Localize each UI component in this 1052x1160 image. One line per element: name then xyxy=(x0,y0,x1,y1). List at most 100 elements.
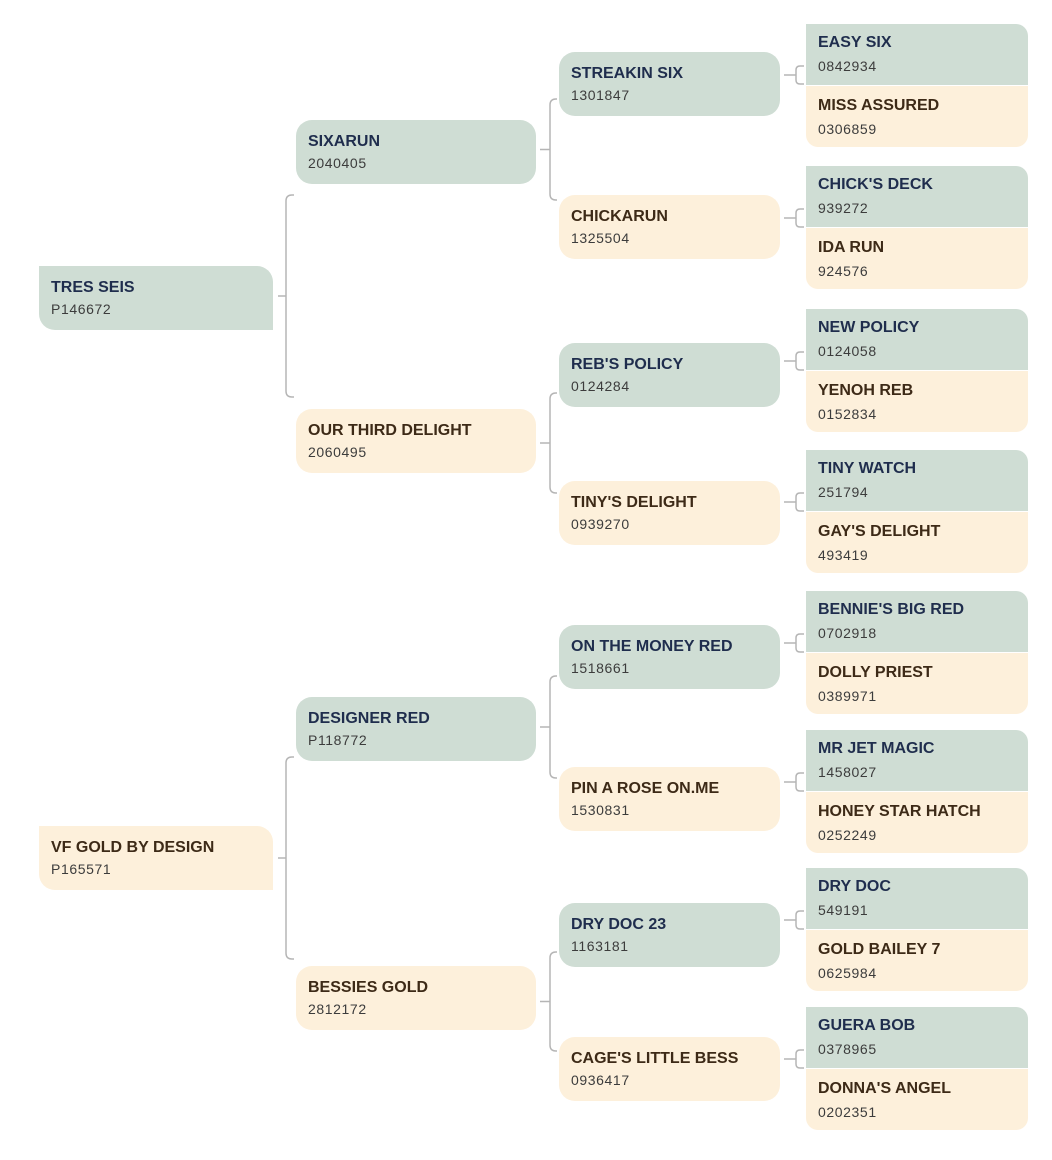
great-granddam-name: IDA RUN xyxy=(818,239,885,256)
bracket-line xyxy=(795,1049,804,1069)
granddam-name: PIN A ROSE ON.ME xyxy=(571,780,720,797)
granddam-reg: 0939270 xyxy=(571,516,630,532)
grandsire-reg: 1518661 xyxy=(571,660,630,676)
great-grandsire-reg: 0124058 xyxy=(818,343,877,359)
grandsire-node[interactable]: DRY DOC 23 1163181 xyxy=(559,903,780,967)
great-grandsire-node[interactable]: NEW POLICY 0124058 xyxy=(806,309,1028,370)
great-granddam-name: DOLLY PRIEST xyxy=(818,664,933,681)
great-grandsire-node[interactable]: MR JET MAGIC 1458027 xyxy=(806,730,1028,791)
granddam-node[interactable]: CAGE'S LITTLE BESS 0936417 xyxy=(559,1037,780,1101)
great-granddam-node[interactable]: DONNA'S ANGEL 0202351 xyxy=(806,1069,1028,1130)
granddam-name: CAGE'S LITTLE BESS xyxy=(571,1050,739,1067)
great-grandsire-name: NEW POLICY xyxy=(818,319,920,336)
bracket-line xyxy=(795,633,804,653)
bracket-line xyxy=(795,772,804,792)
grandsire-reg: 1301847 xyxy=(571,87,630,103)
horse-node[interactable]: VF GOLD BY DESIGN P165571 xyxy=(39,826,273,890)
great-grandsire-node[interactable]: BENNIE'S BIG RED 0702918 xyxy=(806,591,1028,652)
horse-name: TRES SEIS xyxy=(51,279,135,296)
grandsire-node[interactable]: REB'S POLICY 0124284 xyxy=(559,343,780,407)
great-granddam-reg: 0389971 xyxy=(818,688,877,704)
granddam-name: TINY'S DELIGHT xyxy=(571,494,697,511)
great-grandsire-node[interactable]: CHICK'S DECK 939272 xyxy=(806,166,1028,227)
grandsire-node[interactable]: ON THE MONEY RED 1518661 xyxy=(559,625,780,689)
great-granddam-reg: 0252249 xyxy=(818,827,877,843)
grandsire-name: STREAKIN SIX xyxy=(571,65,684,82)
great-granddam-name: YENOH REB xyxy=(818,382,914,399)
great-granddam-node[interactable]: IDA RUN 924576 xyxy=(806,228,1028,289)
grandsire-name: ON THE MONEY RED xyxy=(571,638,733,655)
great-grandsire-reg: 1458027 xyxy=(818,764,877,780)
grandsire-reg: 0124284 xyxy=(571,378,630,394)
great-granddam-node[interactable]: YENOH REB 0152834 xyxy=(806,371,1028,432)
great-grandsire-name: EASY SIX xyxy=(818,34,892,51)
sire-node[interactable]: SIXARUN 2040405 xyxy=(296,120,536,184)
bracket-line xyxy=(285,194,294,398)
great-grandsire-reg: 0842934 xyxy=(818,58,877,74)
great-granddam-reg: 0306859 xyxy=(818,121,877,137)
grandsire-node[interactable]: STREAKIN SIX 1301847 xyxy=(559,52,780,116)
great-granddam-reg: 493419 xyxy=(818,547,869,563)
granddam-reg: 0936417 xyxy=(571,1072,630,1088)
granddam-node[interactable]: PIN A ROSE ON.ME 1530831 xyxy=(559,767,780,831)
great-granddam-node[interactable]: DOLLY PRIEST 0389971 xyxy=(806,653,1028,714)
great-granddam-name: DONNA'S ANGEL xyxy=(818,1080,951,1097)
great-granddam-name: GAY'S DELIGHT xyxy=(818,523,941,540)
great-grandsire-node[interactable]: GUERA BOB 0378965 xyxy=(806,1007,1028,1068)
great-granddam-node[interactable]: GAY'S DELIGHT 493419 xyxy=(806,512,1028,573)
dam-node[interactable]: BESSIES GOLD 2812172 xyxy=(296,966,536,1030)
great-grandsire-reg: 939272 xyxy=(818,200,869,216)
great-granddam-name: HONEY STAR HATCH xyxy=(818,803,981,820)
bracket-line xyxy=(549,675,557,779)
dam-reg: 2060495 xyxy=(308,444,367,460)
horse-reg: P146672 xyxy=(51,301,112,317)
dam-reg: 2812172 xyxy=(308,1001,367,1017)
great-granddam-name: MISS ASSURED xyxy=(818,97,940,114)
sire-reg: 2040405 xyxy=(308,155,367,171)
great-grandsire-node[interactable]: EASY SIX 0842934 xyxy=(806,24,1028,85)
bracket-line xyxy=(549,951,557,1052)
great-granddam-reg: 0625984 xyxy=(818,965,877,981)
grandsire-reg: 1163181 xyxy=(571,938,629,954)
great-grandsire-node[interactable]: DRY DOC 549191 xyxy=(806,868,1028,929)
great-granddam-node[interactable]: MISS ASSURED 0306859 xyxy=(806,86,1028,147)
great-grandsire-name: GUERA BOB xyxy=(818,1017,916,1034)
dam-name: BESSIES GOLD xyxy=(308,979,429,996)
granddam-reg: 1325504 xyxy=(571,230,630,246)
granddam-node[interactable]: TINY'S DELIGHT 0939270 xyxy=(559,481,780,545)
bracket-line xyxy=(795,65,804,85)
great-grandsire-name: MR JET MAGIC xyxy=(818,740,935,757)
bracket-line xyxy=(549,392,557,494)
great-granddam-reg: 0152834 xyxy=(818,406,877,422)
sire-name: SIXARUN xyxy=(308,133,381,150)
horse-node[interactable]: TRES SEIS P146672 xyxy=(39,266,273,330)
grandsire-name: REB'S POLICY xyxy=(571,356,684,373)
bracket-line xyxy=(795,492,804,512)
bracket-line xyxy=(285,756,294,960)
grandsire-name: DRY DOC 23 xyxy=(571,916,667,933)
granddam-node[interactable]: CHICKARUN 1325504 xyxy=(559,195,780,259)
horse-name: VF GOLD BY DESIGN xyxy=(51,839,215,856)
great-grandsire-name: DRY DOC xyxy=(818,878,891,895)
bracket-line xyxy=(795,910,804,930)
great-granddam-node[interactable]: HONEY STAR HATCH 0252249 xyxy=(806,792,1028,853)
sire-reg: P118772 xyxy=(308,732,368,748)
great-granddam-reg: 924576 xyxy=(818,263,869,279)
horse-reg: P165571 xyxy=(51,861,112,877)
dam-node[interactable]: OUR THIRD DELIGHT 2060495 xyxy=(296,409,536,473)
great-grandsire-reg: 0378965 xyxy=(818,1041,877,1057)
sire-name: DESIGNER RED xyxy=(308,710,430,727)
great-grandsire-reg: 0702918 xyxy=(818,625,877,641)
granddam-name: CHICKARUN xyxy=(571,208,668,225)
sire-node[interactable]: DESIGNER RED P118772 xyxy=(296,697,536,761)
bracket-line xyxy=(795,208,804,228)
bracket-line xyxy=(549,98,557,201)
great-granddam-reg: 0202351 xyxy=(818,1104,877,1120)
great-grandsire-name: BENNIE'S BIG RED xyxy=(818,601,965,618)
great-granddam-node[interactable]: GOLD BAILEY 7 0625984 xyxy=(806,930,1028,991)
great-grandsire-name: CHICK'S DECK xyxy=(818,176,933,193)
great-grandsire-node[interactable]: TINY WATCH 251794 xyxy=(806,450,1028,511)
great-grandsire-name: TINY WATCH xyxy=(818,460,917,477)
great-granddam-name: GOLD BAILEY 7 xyxy=(818,941,941,958)
